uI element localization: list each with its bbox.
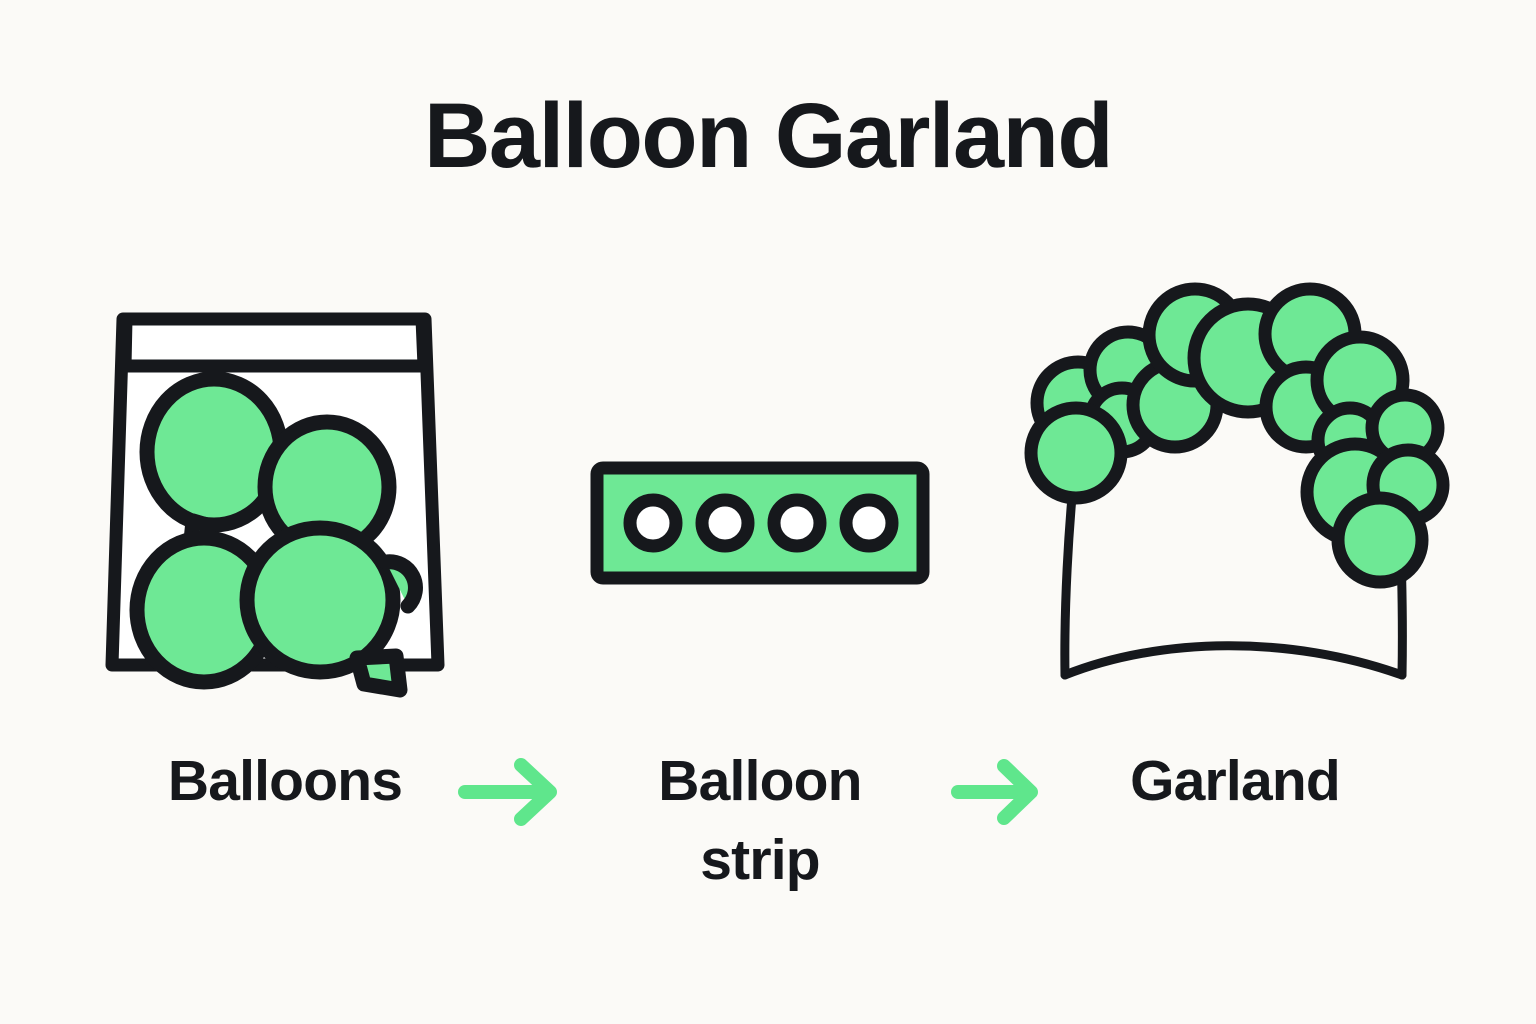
arrow-balloons-to-strip — [455, 750, 575, 830]
balloon-bag-icon — [105, 312, 445, 698]
label-balloon-strip: Balloon strip — [600, 742, 920, 899]
page-title: Balloon Garland — [423, 85, 1114, 187]
label-balloon-strip-line1: Balloon — [658, 749, 862, 813]
garland-balloons — [1024, 282, 1450, 589]
step-garland[interactable] — [1020, 280, 1450, 700]
step-balloons[interactable] — [100, 280, 460, 700]
label-balloons: Balloons — [167, 749, 403, 813]
arrow-strip-to-garland — [950, 750, 1055, 830]
balloon-strip-icon — [590, 461, 930, 585]
step-balloon-strip[interactable] — [580, 280, 940, 700]
arrow-right-icon — [458, 758, 557, 826]
strip-body — [590, 461, 930, 585]
step-labels: Balloons Balloon strip Garland — [0, 742, 1536, 972]
balloon-garland-icon — [1024, 282, 1450, 680]
process-diagram — [0, 280, 1536, 826]
arrow-right-icon — [951, 759, 1038, 825]
label-garland: Garland — [1130, 749, 1341, 813]
label-balloon-strip-line2: strip — [700, 827, 820, 892]
strip-holes — [623, 493, 899, 553]
